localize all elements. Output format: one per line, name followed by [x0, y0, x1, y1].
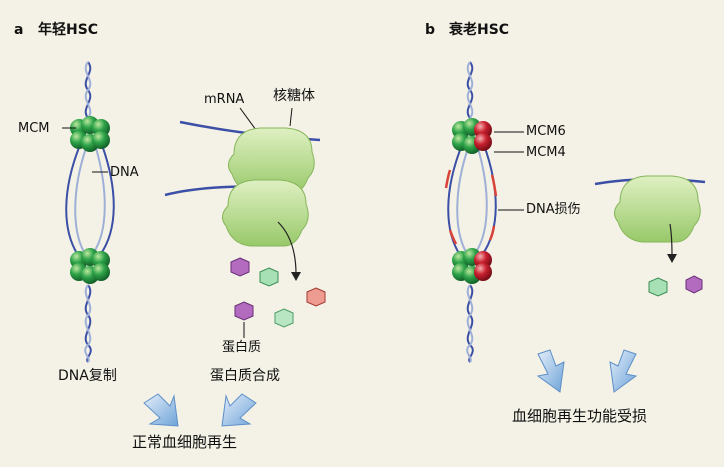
mcm-complex-icon	[452, 118, 492, 154]
mrna-label: mRNA	[204, 92, 245, 107]
dna-damage-marks	[444, 169, 498, 245]
outcome-impaired: 血细胞再生功能受损	[512, 407, 648, 425]
panel-a-letter: a	[14, 22, 24, 38]
mcm6-label: MCM6	[526, 124, 566, 139]
dna-helix-icon	[65, 61, 115, 363]
ribosome-label: 核糖体	[273, 88, 315, 104]
dna-damage-label: DNA损伤	[526, 202, 581, 217]
panel-b-title: 衰老HSC	[449, 22, 510, 38]
protein-label: 蛋白质	[222, 340, 262, 355]
mcm-complex-icon	[70, 116, 110, 152]
protein-icon	[230, 257, 326, 328]
process-protein-synthesis: 蛋白质合成	[210, 368, 280, 384]
arrow-icon	[143, 393, 257, 427]
process-dna-replication: DNA复制	[58, 368, 117, 384]
dna-helix-icon	[447, 61, 497, 363]
panel-b-letter: b	[425, 22, 436, 38]
arrow-icon	[536, 349, 638, 393]
mcm-complex-icon	[452, 248, 492, 284]
ribosome-icon	[613, 175, 701, 243]
mcm-complex-icon	[70, 248, 110, 284]
protein-icon	[648, 275, 703, 297]
mcm4-label: MCM4	[526, 145, 566, 160]
mcm-label: MCM	[18, 121, 50, 136]
panel-a-title: 年轻HSC	[38, 22, 99, 38]
outcome-normal: 正常血细胞再生	[132, 433, 238, 451]
dna-label: DNA	[110, 165, 139, 180]
ribosome-icon	[221, 179, 309, 247]
